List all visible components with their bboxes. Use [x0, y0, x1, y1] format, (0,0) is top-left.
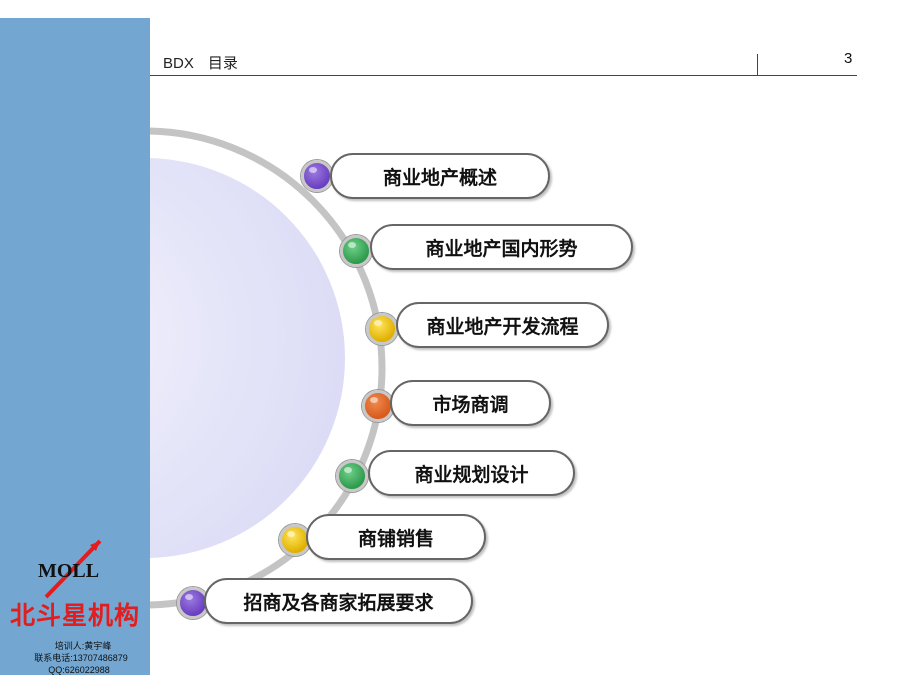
toc-item-2[interactable]: 商业地产国内形势	[370, 224, 633, 270]
toc-item-5[interactable]: 商业规划设计	[368, 450, 575, 496]
toc-item-1[interactable]: 商业地产概述	[330, 153, 550, 199]
page-number: 3	[844, 50, 853, 67]
purple-bullet-icon	[301, 160, 333, 192]
contact-qq: QQ:626022988	[48, 665, 110, 675]
header-brand: BDX 目录	[163, 52, 238, 73]
toc-item-3[interactable]: 商业地产开发流程	[396, 302, 609, 348]
background-disc	[150, 158, 345, 558]
yellow-bullet-icon	[366, 313, 398, 345]
green-bullet-icon	[336, 460, 368, 492]
green-bullet-icon	[340, 235, 372, 267]
orange-bullet-icon	[362, 390, 394, 422]
logo-latin: MOLL	[38, 560, 100, 582]
toc-item-4[interactable]: 市场商调	[390, 380, 551, 426]
compass-arrow-icon	[44, 539, 102, 599]
page-title: 目录	[207, 55, 238, 72]
contact-trainer: 培训人:黄宇峰	[54, 641, 112, 651]
header-brand-code: BDX	[163, 55, 194, 72]
header-divider-tick	[757, 54, 758, 75]
header-underline	[150, 75, 857, 76]
toc-item-6[interactable]: 商铺销售	[306, 514, 486, 560]
arc-ring	[150, 127, 386, 609]
contact-phone: 联系电话:13707486879	[34, 653, 128, 663]
toc-item-7[interactable]: 招商及各商家拓展要求	[204, 578, 473, 624]
logo-chinese: 北斗星机构	[10, 601, 141, 630]
